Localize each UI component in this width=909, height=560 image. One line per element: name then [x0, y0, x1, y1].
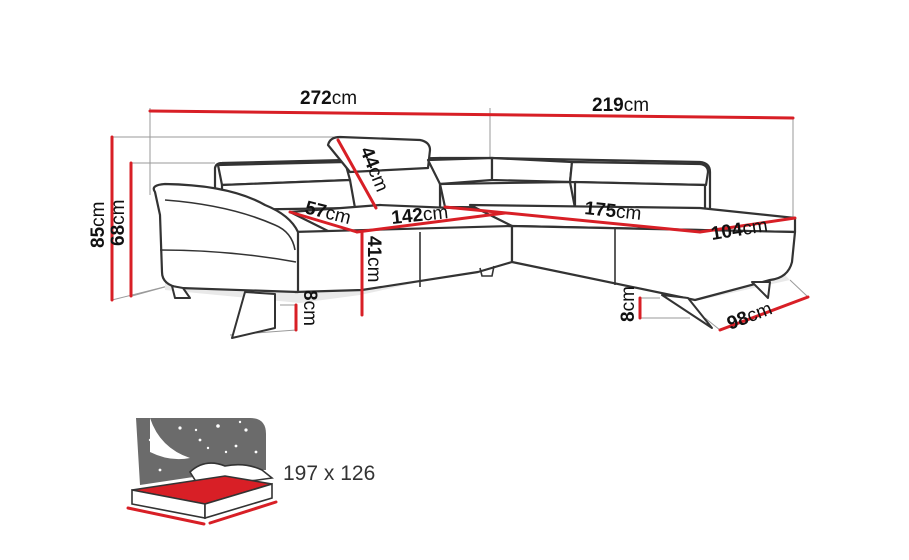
star-icons: [148, 420, 258, 472]
headrest-center: [326, 135, 432, 174]
pull-handle: [479, 265, 495, 277]
bed-size-label: 197 x 126: [283, 462, 375, 485]
leg-back-left: [171, 285, 191, 299]
label-total-height: 85cm: [88, 202, 109, 248]
label-back-height: 68cm: [108, 200, 129, 246]
label-leg-height-left: 8cm: [299, 290, 320, 326]
bed-function-icon: 197 x 126: [126, 418, 375, 526]
dimension-lines: [110, 109, 810, 332]
corner-sofa: [152, 135, 797, 339]
base-left: [290, 224, 514, 294]
label-total-width: 272cm: [300, 88, 357, 109]
label-right-seat: 175cm: [583, 198, 642, 225]
label-left-seat: 142cm: [390, 202, 449, 229]
headrest-right-1: [490, 156, 574, 184]
label-chaise-bottom: 98cm: [724, 298, 775, 334]
guide-lines: [111, 108, 809, 336]
label-seat-height: 41cm: [363, 236, 384, 282]
seat-right: [468, 203, 797, 234]
label-chaise-width: 219cm: [592, 95, 649, 116]
label-leg-height-right: 8cm: [618, 286, 639, 322]
leg-chaise: [661, 294, 713, 329]
base-right: [510, 224, 797, 302]
label-chaise-depth: 104cm: [709, 215, 769, 245]
leg-chaise-back: [751, 281, 771, 299]
headrest-right-2: [568, 160, 710, 187]
leg-front-left: [231, 291, 276, 339]
headrest-corner: [426, 156, 494, 186]
armrest: [152, 182, 300, 294]
back-cushion-corner: [438, 180, 577, 210]
